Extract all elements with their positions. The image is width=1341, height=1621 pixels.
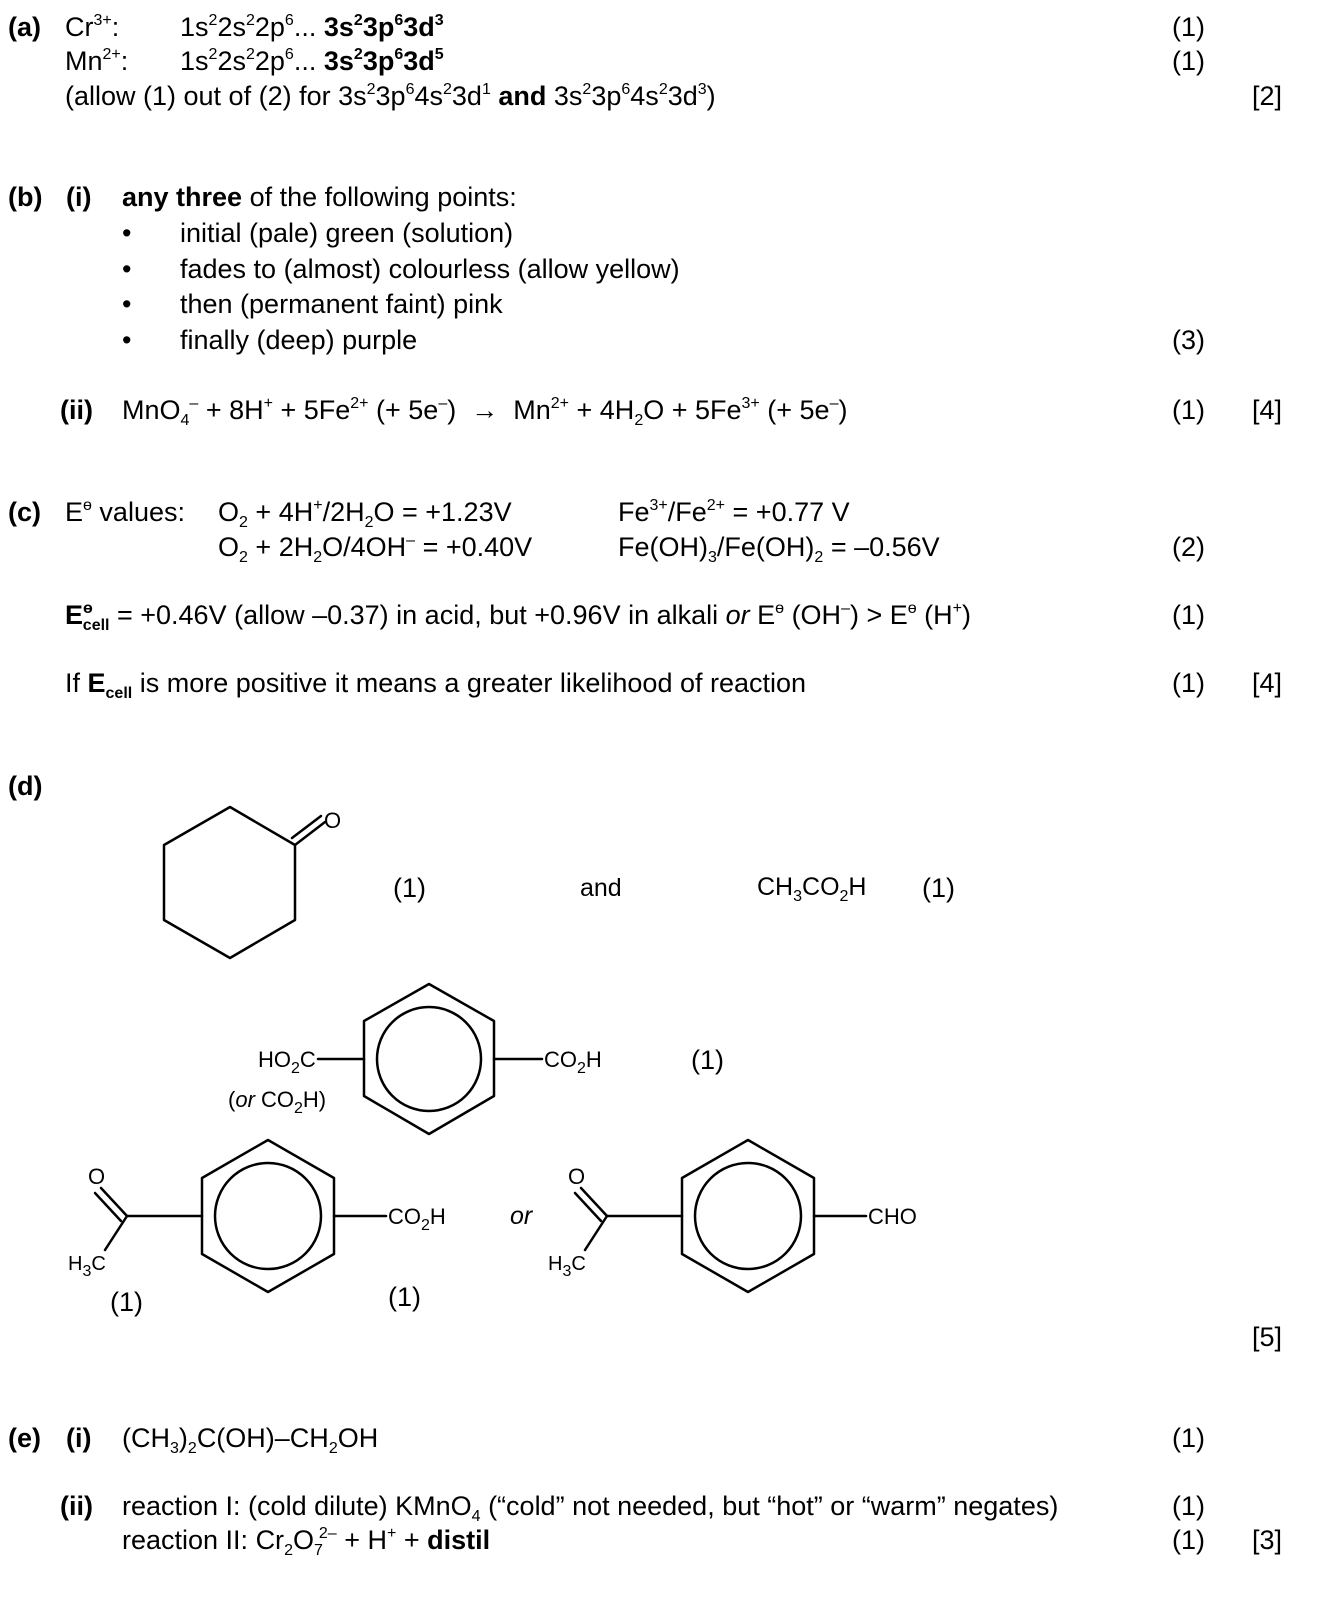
carbonyl-bond (579, 1186, 609, 1218)
mark-d-benzoic: (1) (388, 1282, 421, 1312)
cyclohexanone-ring (162, 805, 297, 960)
total-e: [3] (1252, 1525, 1283, 1555)
allow-note: (allow (1) out of (2) for 3s23p64s23d1 a… (65, 81, 716, 111)
acetic-acid: CH3CO2H (757, 873, 867, 905)
ketone-oxygen: O (88, 1164, 106, 1189)
co2h-group: CO2H (544, 1047, 602, 1077)
ecell-statement: Eөcell = +0.46V (allow –0.37) in acid, b… (65, 600, 971, 634)
total-d: [5] (1252, 1322, 1283, 1352)
mn-config: 1s22s22p6... 3s23p63d5 (180, 46, 444, 76)
bullet-item: fades to (almost) colourless (allow yell… (180, 254, 680, 284)
mark-a-mn: (1) (1172, 46, 1205, 76)
mark-b-ii: (1) (1172, 395, 1205, 425)
total-c: [4] (1252, 668, 1283, 698)
mn-ion: Mn2+: (65, 46, 129, 76)
carbonyl-bond (99, 1186, 129, 1218)
bullet-mark: • (122, 289, 132, 319)
benzene-ring-circle (213, 1161, 323, 1271)
mark-d-cyclohexanone: (1) (393, 873, 426, 903)
mark-d-terephthalic: (1) (691, 1045, 724, 1075)
mark-d-acetic: (1) (922, 873, 955, 903)
methyl-group: H3C (548, 1253, 586, 1280)
or-co2h-note: (or CO2H) (228, 1087, 327, 1117)
carbonyl-bond (293, 820, 327, 847)
part-b-ii-label: (ii) (60, 395, 93, 425)
methyl-bond (583, 1214, 609, 1252)
part-b-label: (b) (8, 182, 43, 212)
bullet-mark: • (122, 218, 132, 248)
ketone-oxygen: O (568, 1164, 586, 1189)
carbonyl-bond (290, 814, 323, 840)
mark-c-conclusion: (1) (1172, 668, 1205, 698)
bullet-item: finally (deep) purple (180, 325, 418, 355)
or-word: or (510, 1202, 533, 1230)
e-values-label: Eө values: (65, 497, 185, 527)
benzene-ring-circle (375, 1005, 483, 1113)
benzene-ring-circle (693, 1161, 803, 1271)
bullet-item: then (permanent faint) pink (180, 289, 503, 319)
part-e-ii-label: (ii) (60, 1491, 93, 1521)
benzene-ring (362, 982, 496, 1136)
potential-fe-hydroxides: Fe(OH)3/Fe(OH)2 = –0.56V (618, 532, 940, 566)
bullet-mark: • (122, 254, 132, 284)
potential-fe-ions: Fe3+/Fe2+ = +0.77 V (618, 497, 850, 527)
mark-c-values: (2) (1172, 532, 1205, 562)
total-a: [2] (1252, 81, 1283, 111)
carbonyl-bond (93, 1191, 123, 1223)
diol-formula: (CH3)2C(OH)–CH2OH (122, 1423, 379, 1457)
mark-a-cr: (1) (1172, 12, 1205, 42)
total-b: [4] (1252, 395, 1283, 425)
co2h-group: CO2H (388, 1204, 446, 1234)
any-three-heading: any three of the following points: (122, 182, 517, 212)
part-b-i-label: (i) (66, 182, 92, 212)
carbonyl-bond (573, 1191, 603, 1223)
redox-equation: MnO4– + 8H+ + 5Fe2+ (+ 5e–) → Mn2+ + 4H2… (122, 395, 848, 429)
cr-config: 1s22s22p6... 3s23p63d3 (180, 12, 444, 42)
methyl-bond (103, 1214, 129, 1252)
bullet-mark: • (122, 325, 132, 355)
ho2c-group: HO2C (258, 1047, 316, 1077)
part-d-label: (d) (8, 771, 43, 801)
and-word: and (580, 874, 622, 902)
mark-b-i: (3) (1172, 325, 1205, 355)
part-a-label: (a) (8, 12, 41, 42)
cr-ion: Cr3+: (65, 12, 120, 42)
benzene-ring (680, 1138, 816, 1294)
bullet-item: initial (pale) green (solution) (180, 218, 514, 248)
ecell-conclusion: If Ecell is more positive it means a gre… (65, 668, 807, 702)
ketone-oxygen: O (324, 808, 342, 833)
mark-d-acetyl: (1) (110, 1287, 143, 1317)
potential-o2-alkali: O2 + 2H2O/4OH– = +0.40V (218, 532, 533, 566)
part-e-label: (e) (8, 1423, 41, 1453)
part-e-i-label: (i) (66, 1423, 92, 1453)
methyl-group: H3C (68, 1253, 106, 1280)
potential-o2-acid: O2 + 4H+/2H2O = +1.23V (218, 497, 512, 531)
mark-e-i: (1) (1172, 1423, 1205, 1453)
reaction-two: reaction II: Cr2O72– + H+ + distil (122, 1525, 491, 1559)
part-c-label: (c) (8, 497, 41, 527)
mark-e-r2: (1) (1172, 1525, 1205, 1555)
reaction-one: reaction I: (cold dilute) KMnO4 (“cold” … (122, 1491, 1059, 1525)
benzene-ring (200, 1138, 336, 1294)
mark-e-r1: (1) (1172, 1491, 1205, 1521)
aldehyde-group: CHO (868, 1204, 917, 1229)
mark-c-ecell: (1) (1172, 600, 1205, 630)
